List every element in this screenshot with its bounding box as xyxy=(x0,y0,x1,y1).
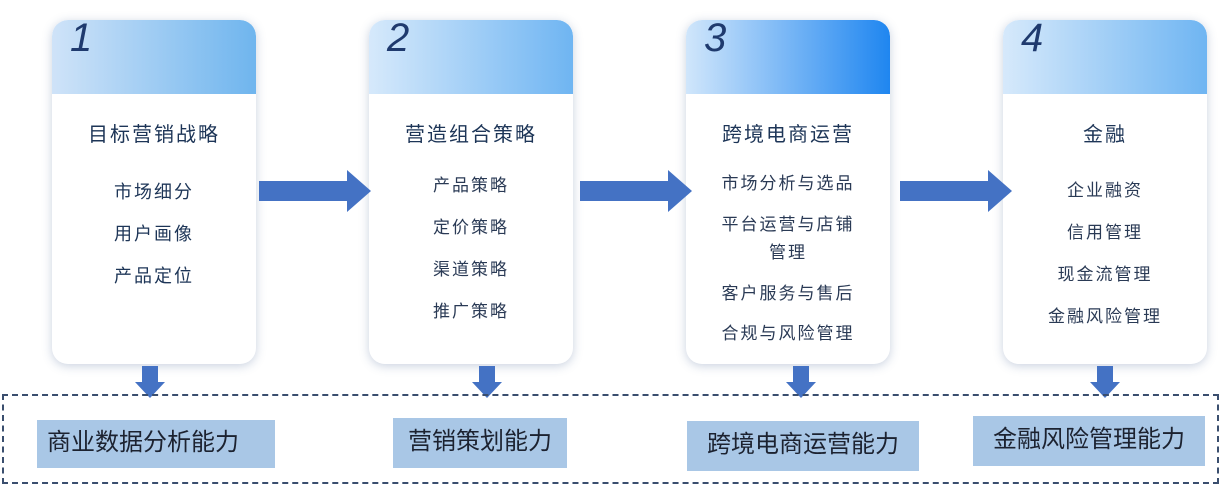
stage-card-3: 3 跨境电商运营 市场分析与选品 平台运营与店铺管理 客户服务与售后 合规与风险… xyxy=(686,20,890,364)
arrow-down-icon xyxy=(472,366,502,398)
arrow-down-icon xyxy=(135,366,165,398)
list-item: 用户画像 xyxy=(114,224,194,245)
stage-card-1: 1 目标营销战略 市场细分 用户画像 产品定位 xyxy=(52,20,256,364)
list-item: 定价策略 xyxy=(433,218,509,238)
list-item: 渠道策略 xyxy=(433,260,509,280)
arrow-down-icon xyxy=(786,366,816,398)
stage-number-1: 1 xyxy=(70,20,93,60)
stage-title-1: 目标营销战略 xyxy=(88,122,220,146)
stage-title-4: 金融 xyxy=(1083,122,1127,146)
stage-title-3: 跨境电商运营 xyxy=(722,122,854,146)
list-item: 信用管理 xyxy=(1067,223,1143,243)
stage-title-2: 营造组合策略 xyxy=(405,122,537,146)
list-item: 产品定位 xyxy=(114,266,194,287)
ability-box-1: 商业数据分析能力 xyxy=(37,420,275,468)
ability-box-2: 营销策划能力 xyxy=(393,418,567,468)
stage-items-3: 市场分析与选品 平台运营与店铺管理 客户服务与售后 合规与风险管理 xyxy=(686,164,890,354)
stage-number-2: 2 xyxy=(387,20,410,60)
stage-number-4: 4 xyxy=(1021,20,1044,60)
list-item: 客户服务与售后 xyxy=(721,284,855,304)
stage-items-4: 企业融资 信用管理 现金流管理 金融风险管理 xyxy=(1003,170,1207,338)
arrow-down-icon xyxy=(1090,366,1120,398)
ability-box-3: 跨境电商运营能力 xyxy=(687,421,919,471)
stage-number-3: 3 xyxy=(704,20,727,60)
arrow-right-icon xyxy=(900,170,1012,212)
arrow-right-icon xyxy=(259,170,371,212)
stage-card-4: 4 金融 企业融资 信用管理 现金流管理 金融风险管理 xyxy=(1003,20,1207,364)
list-item: 产品策略 xyxy=(433,176,509,196)
list-item: 现金流管理 xyxy=(1057,265,1153,285)
list-item: 市场细分 xyxy=(114,182,194,203)
list-item: 企业融资 xyxy=(1067,181,1143,201)
list-item: 合规与风险管理 xyxy=(721,324,855,344)
stage-card-2: 2 营造组合策略 产品策略 定价策略 渠道策略 推广策略 xyxy=(369,20,573,364)
list-item: 市场分析与选品 xyxy=(721,174,855,194)
list-item: 金融风险管理 xyxy=(1048,307,1162,327)
stage-items-2: 产品策略 定价策略 渠道策略 推广策略 xyxy=(369,165,573,333)
ability-box-4: 金融风险管理能力 xyxy=(973,416,1205,466)
arrow-right-icon xyxy=(580,170,692,212)
stage-card-3-header xyxy=(686,20,890,94)
list-item: 平台运营与店铺管理 xyxy=(721,215,855,263)
stage-items-1: 市场细分 用户画像 产品定位 xyxy=(52,172,256,298)
stage-card-1-header xyxy=(52,20,256,94)
stage-card-2-header xyxy=(369,20,573,94)
abilities-frame xyxy=(2,394,1219,484)
stage-card-4-header xyxy=(1003,20,1207,94)
list-item: 推广策略 xyxy=(433,302,509,322)
